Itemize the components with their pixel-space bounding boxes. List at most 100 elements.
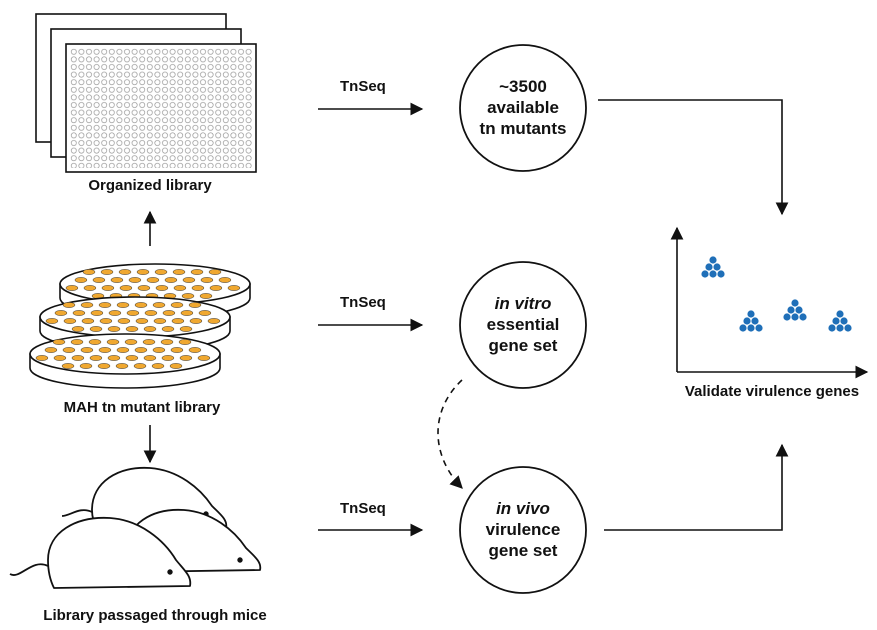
colony <box>44 347 58 353</box>
colony <box>108 310 122 316</box>
colony <box>151 363 165 369</box>
colony <box>99 318 113 324</box>
colony <box>155 285 169 291</box>
mutant-library-label: MAH tn mutant library <box>63 399 221 416</box>
colony <box>70 339 84 345</box>
colony <box>137 285 151 291</box>
colony <box>169 363 183 369</box>
colony <box>160 339 174 345</box>
colony <box>162 310 176 316</box>
plot-dot <box>787 306 795 314</box>
colony <box>53 355 67 361</box>
plot-dot <box>795 306 803 314</box>
dot-cluster <box>783 299 807 321</box>
dot-cluster <box>739 310 763 332</box>
plot-dot <box>713 263 721 271</box>
connector-bottom <box>604 443 789 531</box>
organized-library-label: Organized library <box>88 177 212 194</box>
plot-dot <box>799 313 807 321</box>
colony <box>100 269 114 275</box>
colony <box>199 293 213 299</box>
colony <box>107 355 121 361</box>
colony <box>89 355 103 361</box>
colony <box>52 339 66 345</box>
colony <box>110 277 124 283</box>
plot-dot <box>836 310 844 318</box>
colony <box>115 363 129 369</box>
plot-dot <box>739 324 747 332</box>
colony <box>154 269 168 275</box>
colony <box>143 355 157 361</box>
colony <box>118 269 132 275</box>
colony <box>124 339 138 345</box>
dot-cluster <box>701 256 725 278</box>
colony <box>142 339 156 345</box>
colony <box>61 363 75 369</box>
mice-icon <box>9 467 262 589</box>
colony <box>74 277 88 283</box>
colony <box>172 269 186 275</box>
colony <box>143 326 157 332</box>
colony <box>161 355 175 361</box>
colony <box>97 363 111 369</box>
in-vivo-line-3: gene set <box>488 541 558 560</box>
colony <box>80 347 94 353</box>
colony <box>227 285 241 291</box>
plot-dot <box>705 263 713 271</box>
colony <box>88 339 102 345</box>
plot-dot <box>791 299 799 307</box>
in-vitro-circle <box>459 261 587 389</box>
colony <box>153 318 167 324</box>
colony <box>98 302 112 308</box>
colony <box>171 318 185 324</box>
plot-dot <box>844 324 852 332</box>
available-mutants-line-3: tn mutants <box>479 119 567 138</box>
colony <box>152 302 166 308</box>
colony <box>107 326 121 332</box>
colony <box>80 302 94 308</box>
available-mutants-text: ~3500 available tn mutants <box>463 76 583 139</box>
colony <box>101 285 115 291</box>
plot-dot-clusters <box>701 256 852 332</box>
plot-dot <box>791 313 799 321</box>
connector-top <box>598 99 789 216</box>
colony <box>119 285 133 291</box>
colony <box>181 293 195 299</box>
colony <box>92 277 106 283</box>
plot-dot <box>709 270 717 278</box>
colony <box>170 347 184 353</box>
colony <box>182 277 196 283</box>
plot-dot <box>832 317 840 325</box>
colony <box>89 326 103 332</box>
mouse-front <box>47 517 192 589</box>
colony <box>198 310 212 316</box>
validate-genes-label: Validate virulence genes <box>684 383 860 400</box>
available-mutants-line-1: ~3500 <box>499 77 547 96</box>
colony <box>71 355 85 361</box>
dot-cluster <box>828 310 852 332</box>
colony <box>98 347 112 353</box>
colony <box>191 285 205 291</box>
mouse-front-eye <box>167 569 173 575</box>
colony <box>197 355 211 361</box>
tnseq-label-2: TnSeq <box>340 294 386 311</box>
colony <box>72 310 86 316</box>
plot-dot <box>828 324 836 332</box>
plot-dot <box>751 317 759 325</box>
colony <box>188 347 202 353</box>
dashed-arrow-vitro-to-vivo <box>437 379 463 489</box>
well-plate-stack-icon <box>35 13 257 173</box>
colony <box>190 269 204 275</box>
colony <box>218 277 232 283</box>
colony <box>45 318 59 324</box>
mouse-back-tail <box>61 509 93 517</box>
plot-dot <box>836 324 844 332</box>
available-mutants-line-2: available <box>487 98 559 117</box>
colony <box>90 310 104 316</box>
colony <box>62 347 76 353</box>
in-vivo-text: in vivo virulence gene set <box>463 498 583 561</box>
colony <box>125 355 139 361</box>
validation-plot <box>670 226 869 379</box>
well-plate-wells <box>70 48 252 168</box>
